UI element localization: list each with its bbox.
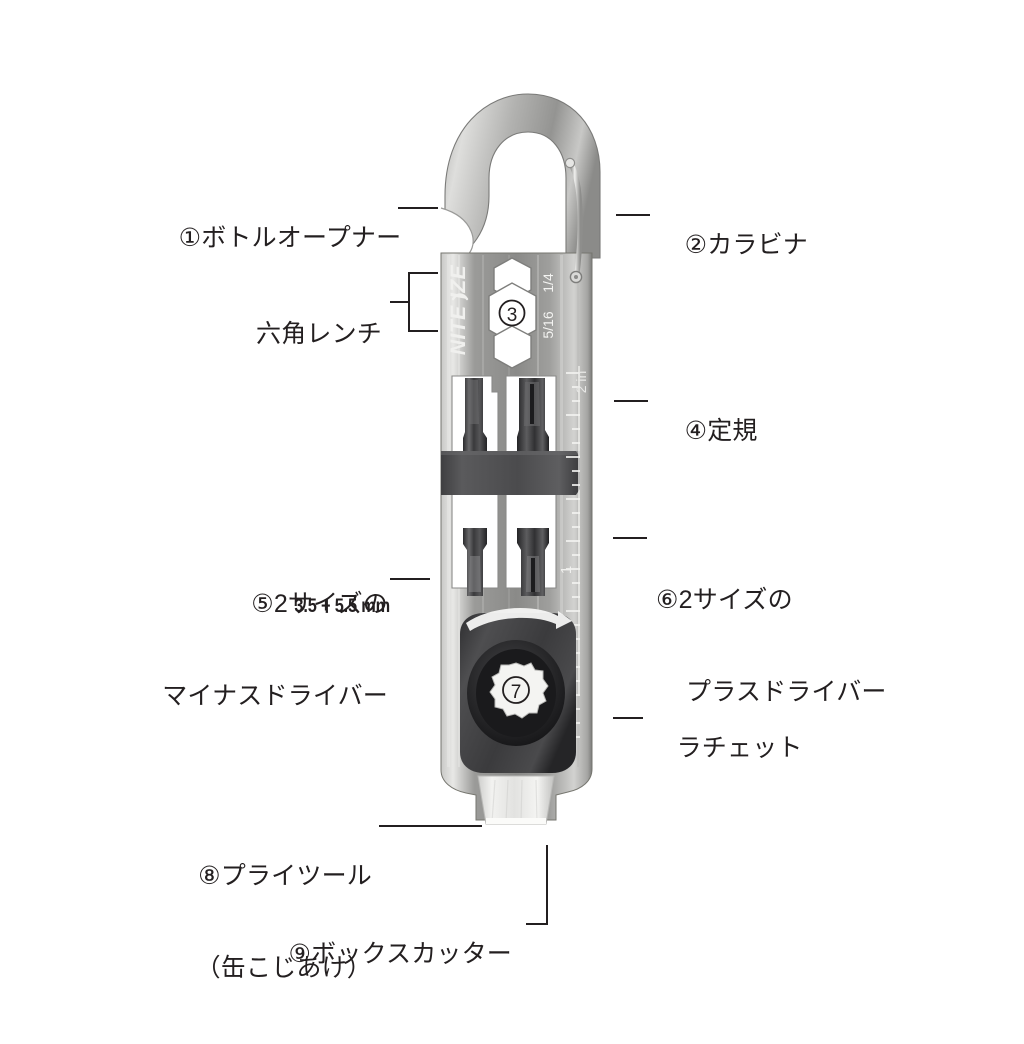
ratchet-mechanism: 7 bbox=[460, 608, 576, 773]
hex-wrench-cutouts bbox=[488, 257, 537, 369]
leader-line-carabiner bbox=[616, 214, 650, 216]
callout-label-ruler: ④定規 bbox=[684, 416, 758, 445]
callout-label-pry-tool: ⑧プライツール （缶こじあけ） bbox=[110, 800, 372, 1044]
leader-line-ratchet bbox=[613, 717, 643, 719]
ratchet-rotation-arrow bbox=[466, 608, 572, 631]
pry-tool-tip bbox=[477, 775, 555, 825]
svg-text:3: 3 bbox=[507, 305, 518, 326]
leader-line-flathead bbox=[390, 578, 430, 580]
brand-logo-text: NITE IZE bbox=[447, 264, 470, 355]
callout-label-flathead: ⑤2サイズの マイナスドライバー bbox=[96, 528, 388, 772]
callout-label-phillips-line1: ⑥2サイズの bbox=[656, 586, 793, 614]
callout-marker-7: 7 bbox=[511, 682, 522, 703]
ratchet-hub bbox=[489, 662, 549, 719]
callout-label-flathead-line1: ⑤2サイズの bbox=[251, 590, 388, 618]
callout-label-pry-tool-line2: （缶こじあけ） bbox=[195, 953, 372, 982]
callout-label-box-cutter: ⑨ボックスカッター bbox=[288, 939, 512, 968]
leader-bracket-hex-wrench bbox=[390, 272, 438, 332]
ruler-label-1: 1 bbox=[558, 566, 575, 574]
rubber-retainer-band bbox=[441, 451, 580, 495]
callout-label-phillips-line2: プラスドライバー bbox=[686, 677, 887, 706]
callout-marker-3: 3 bbox=[498, 299, 526, 327]
leader-line-bottle-opener bbox=[398, 207, 438, 209]
hex-size-five-sixteenth: 5/16 bbox=[540, 311, 556, 338]
callout-label-pry-tool-line1: ⑧プライツール bbox=[198, 862, 372, 890]
carabiner-wire-gate bbox=[564, 157, 583, 284]
flathead-driver-bits bbox=[463, 378, 487, 596]
leader-line-phillips bbox=[613, 537, 647, 539]
hex-size-quarter: 1/4 bbox=[540, 273, 556, 293]
brand-logo: NITE IZE bbox=[447, 264, 470, 355]
callout-label-flathead-line2: マイナスドライバー bbox=[162, 681, 388, 710]
callout-label-phillips: ⑥2サイズの プラスドライバー bbox=[656, 524, 887, 768]
callout-label-bottle-opener: ①ボトルオープナー bbox=[178, 223, 402, 252]
callout-label-hex-wrench: 六角レンチ bbox=[255, 319, 382, 348]
phillips-driver-bits bbox=[517, 378, 549, 596]
ruler-label-2in: 2 in bbox=[573, 371, 589, 394]
leader-line-ruler bbox=[614, 400, 648, 402]
callout-label-carabiner: ②カラビナ bbox=[684, 230, 809, 259]
flathead-size-spec: 3.5 + 5.5 mm bbox=[294, 596, 390, 617]
leader-line-pry-tool bbox=[379, 825, 482, 827]
callout-label-ratchet: ラチェット bbox=[676, 733, 803, 762]
leader-line-box-cutter bbox=[520, 845, 556, 927]
